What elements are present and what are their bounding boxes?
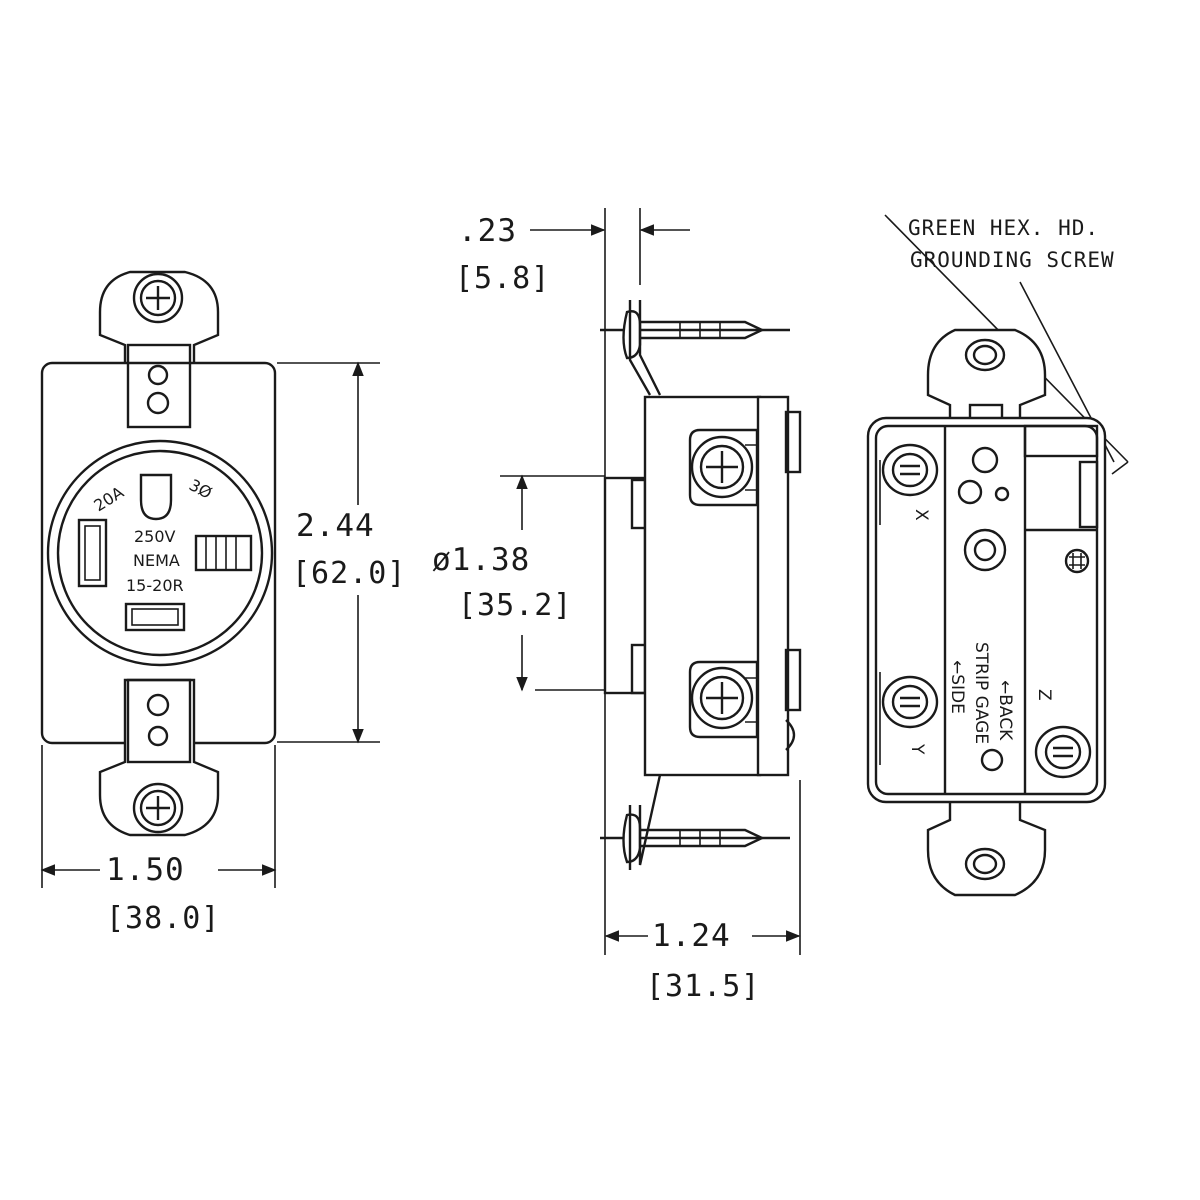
terminal-x-label: X [911, 509, 931, 521]
front-width-mm: [38.0] [106, 901, 220, 936]
face-voltage-label: 250V [134, 527, 176, 546]
strip-gage-side-label: ←SIDE [947, 660, 967, 714]
side-view: .23 [5.8] [432, 208, 802, 1004]
face-standard-label: NEMA [133, 551, 180, 570]
side-diameter-in: ø1.38 [432, 542, 530, 578]
side-offset-in: .23 [458, 213, 517, 249]
side-depth-in: 1.24 [652, 918, 731, 954]
back-view: GREEN HEX. HD. GROUNDING SCREW [866, 214, 1129, 897]
front-height-mm: [62.0] [292, 556, 406, 591]
side-offset-mm: [5.8] [455, 261, 550, 296]
terminal-y-label: Y [907, 743, 927, 755]
side-diameter-mm: [35.2] [458, 588, 572, 623]
terminal-z-label: Z [1034, 689, 1054, 701]
face-config-label: 15-20R [126, 576, 184, 595]
front-view: 20A 3Ø 250V NEMA 15-20R 2.44 [62.0] 1.50… [40, 270, 406, 936]
side-depth-mm: [31.5] [646, 969, 760, 1004]
grounding-callout-line2: GROUNDING SCREW [910, 248, 1115, 272]
front-height-in: 2.44 [296, 508, 375, 544]
grounding-callout-line1: GREEN HEX. HD. [908, 216, 1099, 240]
front-width-in: 1.50 [106, 852, 185, 888]
strip-gage-back-label: ←BACK [995, 680, 1015, 741]
strip-gage-label: STRIP GAGE [971, 642, 991, 744]
